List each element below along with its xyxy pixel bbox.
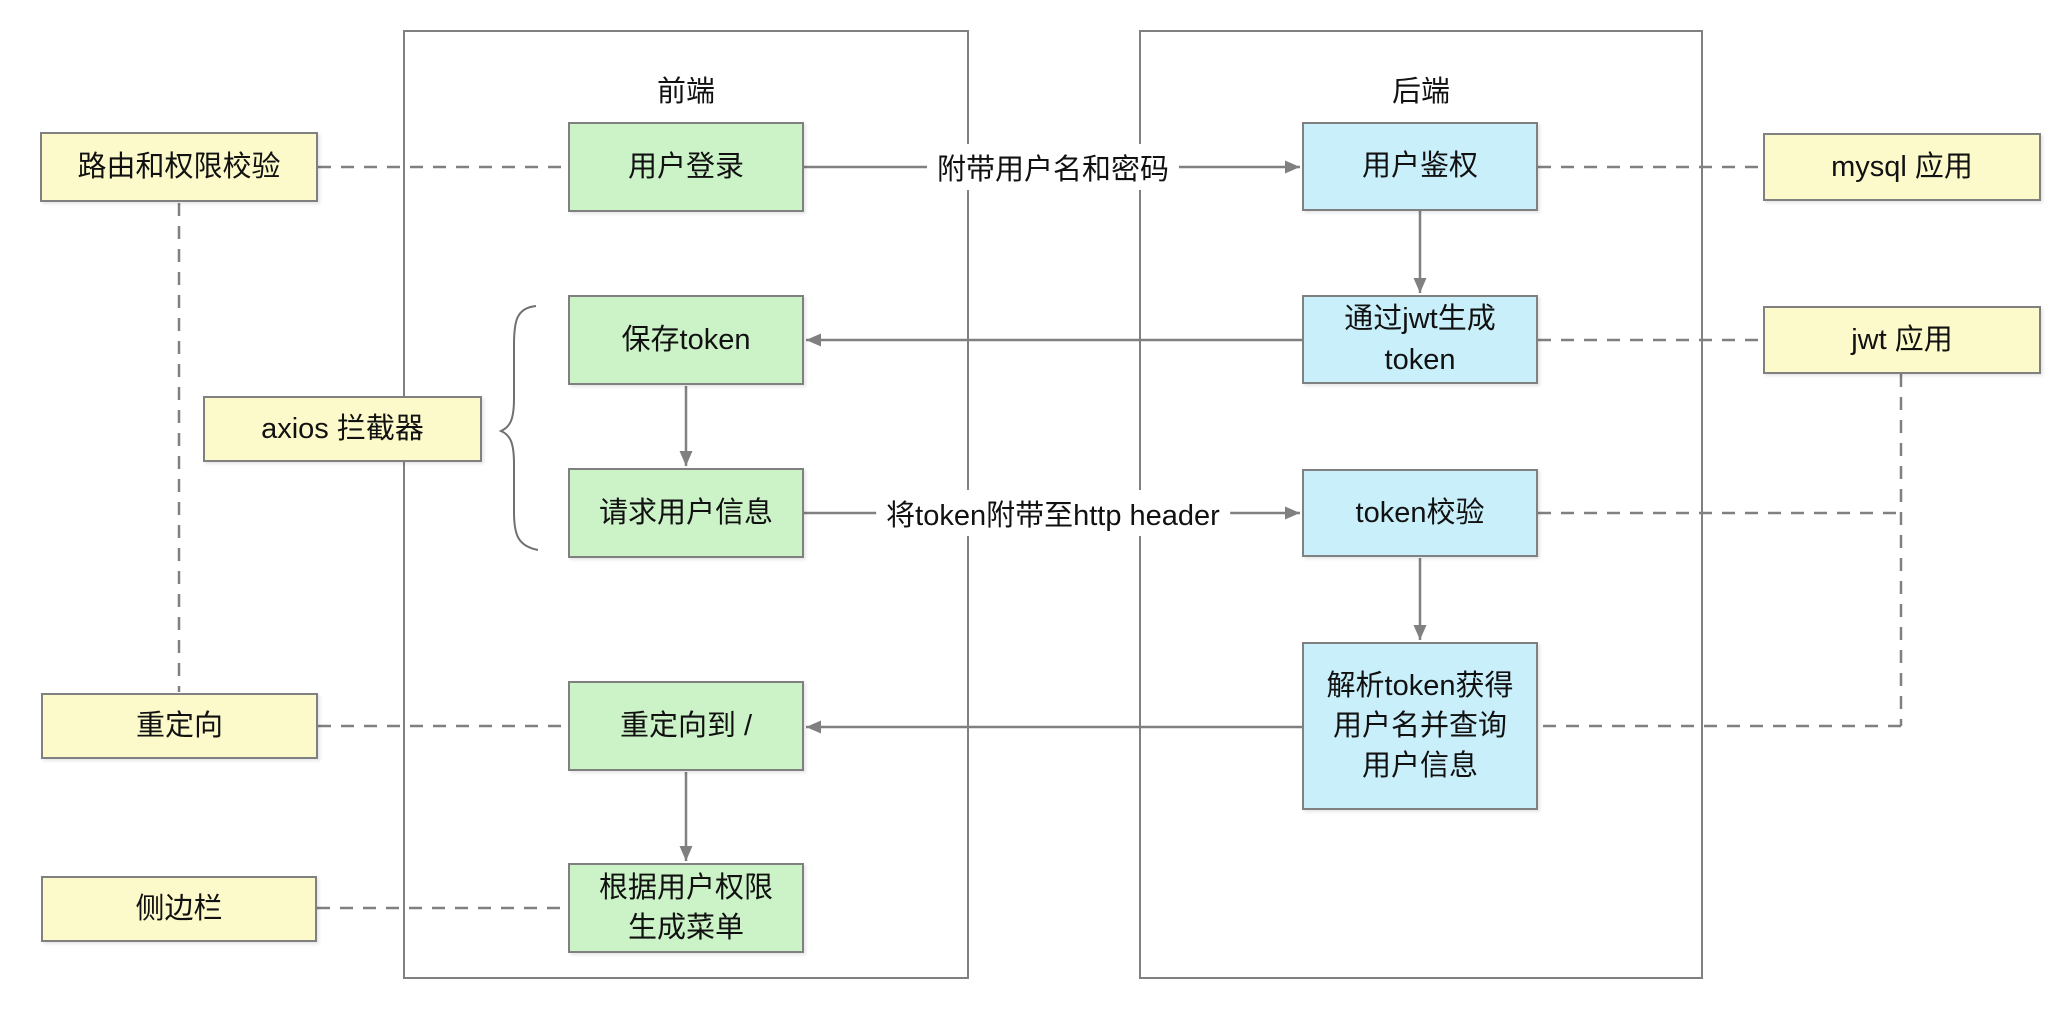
node-verify-token: token校验 bbox=[1302, 469, 1538, 557]
node-generate-menu: 根据用户权限 生成菜单 bbox=[568, 863, 804, 953]
edge-label-username-password: 附带用户名和密码 bbox=[926, 144, 1180, 190]
node-login: 用户登录 bbox=[568, 122, 804, 212]
edge-label-token-http-header: 将token附带至http header bbox=[876, 490, 1230, 536]
node-parse-token: 解析token获得 用户名并查询 用户信息 bbox=[1302, 642, 1538, 810]
node-route-guard: 路由和权限校验 bbox=[40, 132, 318, 202]
axios-brace bbox=[498, 305, 539, 551]
node-redirect-to-root: 重定向到 / bbox=[568, 681, 804, 771]
node-axios-interceptor: axios 拦截器 bbox=[203, 396, 482, 462]
node-request-user-info: 请求用户信息 bbox=[568, 468, 804, 558]
node-jwt-app: jwt 应用 bbox=[1763, 306, 2041, 374]
node-save-token: 保存token bbox=[568, 295, 804, 385]
backend-group-title: 后端 bbox=[1391, 76, 1450, 108]
node-redirect: 重定向 bbox=[41, 693, 318, 759]
node-authenticate: 用户鉴权 bbox=[1302, 122, 1538, 211]
node-mysql-app: mysql 应用 bbox=[1763, 133, 2041, 201]
node-generate-token: 通过jwt生成 token bbox=[1302, 295, 1538, 384]
node-sidebar: 侧边栏 bbox=[41, 876, 317, 942]
frontend-group-title: 前端 bbox=[656, 76, 715, 108]
